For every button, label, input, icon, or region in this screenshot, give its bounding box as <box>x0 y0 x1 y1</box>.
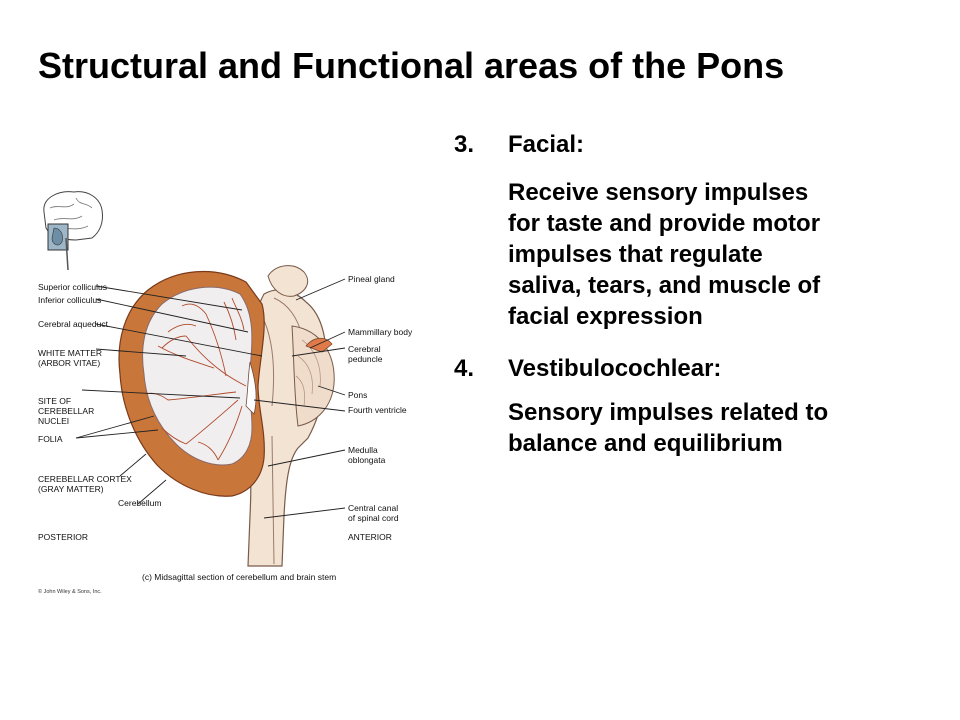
cerebellum-brainstem-figure: Superior colliculus Inferior colliculus … <box>36 186 416 602</box>
label-anterior: ANTERIOR <box>348 532 392 542</box>
figure-copyright: © John Wiley & Sons, Inc. <box>38 589 102 595</box>
label-central-canal: Central canal of spinal cord <box>348 503 399 523</box>
label-white-matter: WHITE MATTER (ARBOR VITAE) <box>38 348 103 368</box>
point-number: 4. <box>454 355 475 382</box>
figure-caption: (c) Midsagittal section of cerebellum an… <box>142 572 337 582</box>
anatomy-illustration <box>43 191 346 567</box>
label-fourth-ventricle: Fourth ventricle <box>348 405 407 415</box>
label-posterior: POSTERIOR <box>38 532 89 542</box>
label-mammillary-body: Mammillary body <box>348 327 413 337</box>
label-pineal-gland: Pineal gland <box>348 274 395 284</box>
point-header: 3. Facial: <box>454 129 944 160</box>
slide-title: Structural and Functional areas of the P… <box>38 45 785 86</box>
point-heading: Facial: <box>508 131 585 158</box>
label-superior-colliculus: Superior colliculus <box>38 282 107 292</box>
point-description: Sensory impulses related to balance and … <box>508 399 829 457</box>
label-cerebellum: Cerebellum <box>118 498 162 508</box>
point-description: Receive sensory impulses for taste and p… <box>508 179 821 330</box>
bullet-list: 3. Facial: Receive sensory impulses for … <box>454 129 944 459</box>
label-cerebral-peduncle: Cerebral peduncle <box>348 344 383 364</box>
point-vestibulocochlear: 4. Vestibulocochlear: Sensory impulses r… <box>454 353 944 459</box>
point-facial: 3. Facial: Receive sensory impulses for … <box>454 129 944 332</box>
label-cerebral-aqueduct: Cerebral aqueduct <box>38 319 108 329</box>
point-heading: Vestibulocochlear: <box>508 355 722 382</box>
point-number: 3. <box>454 131 475 158</box>
label-pons: Pons <box>348 390 368 400</box>
label-cerebellar-cortex: CEREBELLAR CORTEX (GRAY MATTER) <box>38 474 132 494</box>
label-cerebellar-nuclei: SITE OF CEREBELLAR NUCLEI <box>38 396 95 426</box>
label-folia: FOLIA <box>38 434 63 444</box>
label-medulla-oblongata: Medulla oblongata <box>348 445 386 465</box>
brain-orientation-thumbnail <box>43 191 103 271</box>
point-header: 4. Vestibulocochlear: <box>454 353 944 384</box>
label-inferior-colliculus: Inferior colliculus <box>38 295 102 305</box>
